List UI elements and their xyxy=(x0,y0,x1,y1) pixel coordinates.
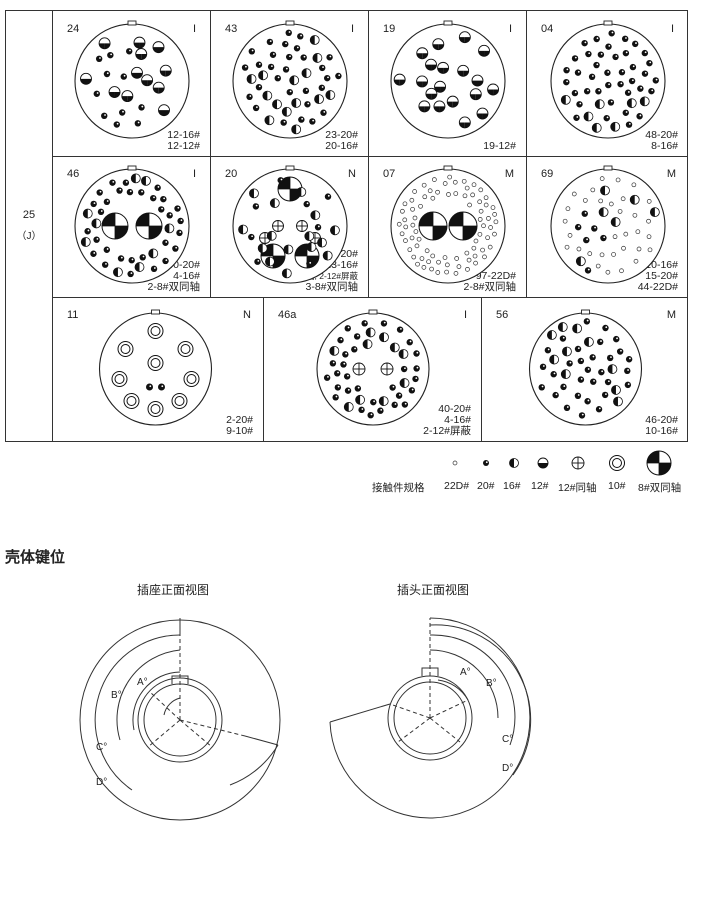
legend-label: 20# xyxy=(477,480,495,492)
insert-id: 46a xyxy=(278,309,297,321)
insert-face-diagram xyxy=(232,165,348,284)
key-position-label: I xyxy=(463,309,467,321)
insert-cell-46: 46 I 40-20#4-16#2-8#双同轴 xyxy=(52,156,210,297)
insert-id: 20 xyxy=(225,168,238,180)
receptacle-angle-a: A° xyxy=(137,677,148,688)
key-position-label: N xyxy=(243,309,251,321)
legend-title: 接触件规格 xyxy=(372,482,425,494)
key-position-label: I xyxy=(508,23,512,35)
insert-cell-69: 69 M 10-16#15-20#44-22D# xyxy=(526,156,688,297)
receptacle-view-title: 插座正面视图 xyxy=(137,583,210,597)
contact-spec: 19-12# xyxy=(483,140,516,152)
contact-spec: 46-20#10-16# xyxy=(645,414,678,437)
receptacle-key-diagram xyxy=(79,618,281,821)
insert-face-diagram xyxy=(74,165,190,284)
legend-label: 8#双同轴 xyxy=(638,482,682,494)
key-position-label: I xyxy=(670,23,674,35)
quadrant-circle-icon xyxy=(646,450,672,476)
dot-filled-icon xyxy=(483,460,489,466)
insert-face-diagram xyxy=(390,20,506,139)
series-size-label: 25 （J） xyxy=(16,209,42,242)
receptacle-angle-c: C° xyxy=(96,742,108,753)
contact-spec: 10-16#15-20#44-22D# xyxy=(637,259,678,293)
legend-label: 10# xyxy=(608,480,626,492)
legend-label: 12#同轴 xyxy=(558,482,597,494)
legend-label: 22D# xyxy=(444,480,470,492)
insert-cell-43: 43 I 23-20#20-16# xyxy=(210,11,368,156)
insert-cell-46a: 46a I 40-20#4-16#2-12#屏蔽 xyxy=(263,297,481,441)
insert-face-diagram xyxy=(74,20,190,139)
contact-spec: 2-20#9-10# xyxy=(226,414,253,437)
key-position-label: I xyxy=(350,23,354,35)
receptacle-angle-d: D° xyxy=(96,777,108,788)
quarter-circle-icon xyxy=(537,457,549,469)
legend-label: 16# xyxy=(503,480,521,492)
insert-id: 19 xyxy=(383,23,396,35)
legend-label: 12# xyxy=(531,480,549,492)
insert-face-diagram xyxy=(98,309,213,426)
insert-id: 46 xyxy=(67,168,80,180)
insert-id: 69 xyxy=(541,168,554,180)
receptacle-angle-b: B° xyxy=(111,690,122,701)
key-position-label: M xyxy=(666,168,676,180)
contact-spec: 48-20#8-16# xyxy=(645,129,678,152)
insert-cell-07: 07 M 97-22D#2-8#双同轴 xyxy=(368,156,526,297)
section-title: 壳体键位 xyxy=(5,549,66,566)
insert-id: 24 xyxy=(67,23,80,35)
plug-angle-a: A° xyxy=(460,667,471,678)
crosshair-icon xyxy=(571,456,585,470)
insert-face-diagram xyxy=(316,309,430,426)
insert-cell-24: 24 I 12-16#12-12# xyxy=(52,11,210,156)
insert-cell-19: 19 I 19-12# xyxy=(368,11,526,156)
double-ring-icon xyxy=(609,455,625,471)
contact-spec: 40-20#4-16#2-12#屏蔽 xyxy=(423,403,471,437)
key-position-label: M xyxy=(666,309,676,321)
contact-spec: 40-20#4-16#2-8#双同轴 xyxy=(147,259,200,293)
contact-spec: 12-16#12-12# xyxy=(167,129,200,152)
contact-spec: 97-22D#2-8#双同轴 xyxy=(463,270,516,293)
key-position-label: I xyxy=(192,23,196,35)
insert-id: 11 xyxy=(67,309,79,321)
plug-view-title: 插头正面视图 xyxy=(397,583,470,597)
insert-id: 07 xyxy=(383,168,396,180)
plug-angle-c: C° xyxy=(502,734,514,745)
key-position-label: N xyxy=(348,168,356,180)
dot-small-icon xyxy=(452,460,458,466)
plug-angle-d: D° xyxy=(502,763,514,774)
contact-spec: 23-20#20-16# xyxy=(325,129,358,152)
key-position-label: I xyxy=(192,168,196,180)
half-circle-icon xyxy=(509,458,519,468)
insert-face-diagram xyxy=(528,309,643,426)
insert-cell-56: 56 M 46-20#10-16# xyxy=(481,297,688,441)
insert-face-diagram xyxy=(550,20,666,139)
insert-id: 04 xyxy=(541,23,554,35)
insert-cell-04: 04 I 48-20#8-16# xyxy=(526,11,688,156)
insert-id: 56 xyxy=(496,309,509,321)
plug-angle-b: B° xyxy=(486,678,497,689)
insert-face-diagram xyxy=(550,165,666,284)
insert-cell-11: 11 N 2-20#9-10# xyxy=(52,297,263,441)
key-position-label: M xyxy=(504,168,514,180)
plug-key-diagram xyxy=(329,617,532,819)
insert-face-diagram xyxy=(232,20,348,139)
insert-face-diagram xyxy=(390,165,506,284)
insert-id: 43 xyxy=(225,23,238,35)
